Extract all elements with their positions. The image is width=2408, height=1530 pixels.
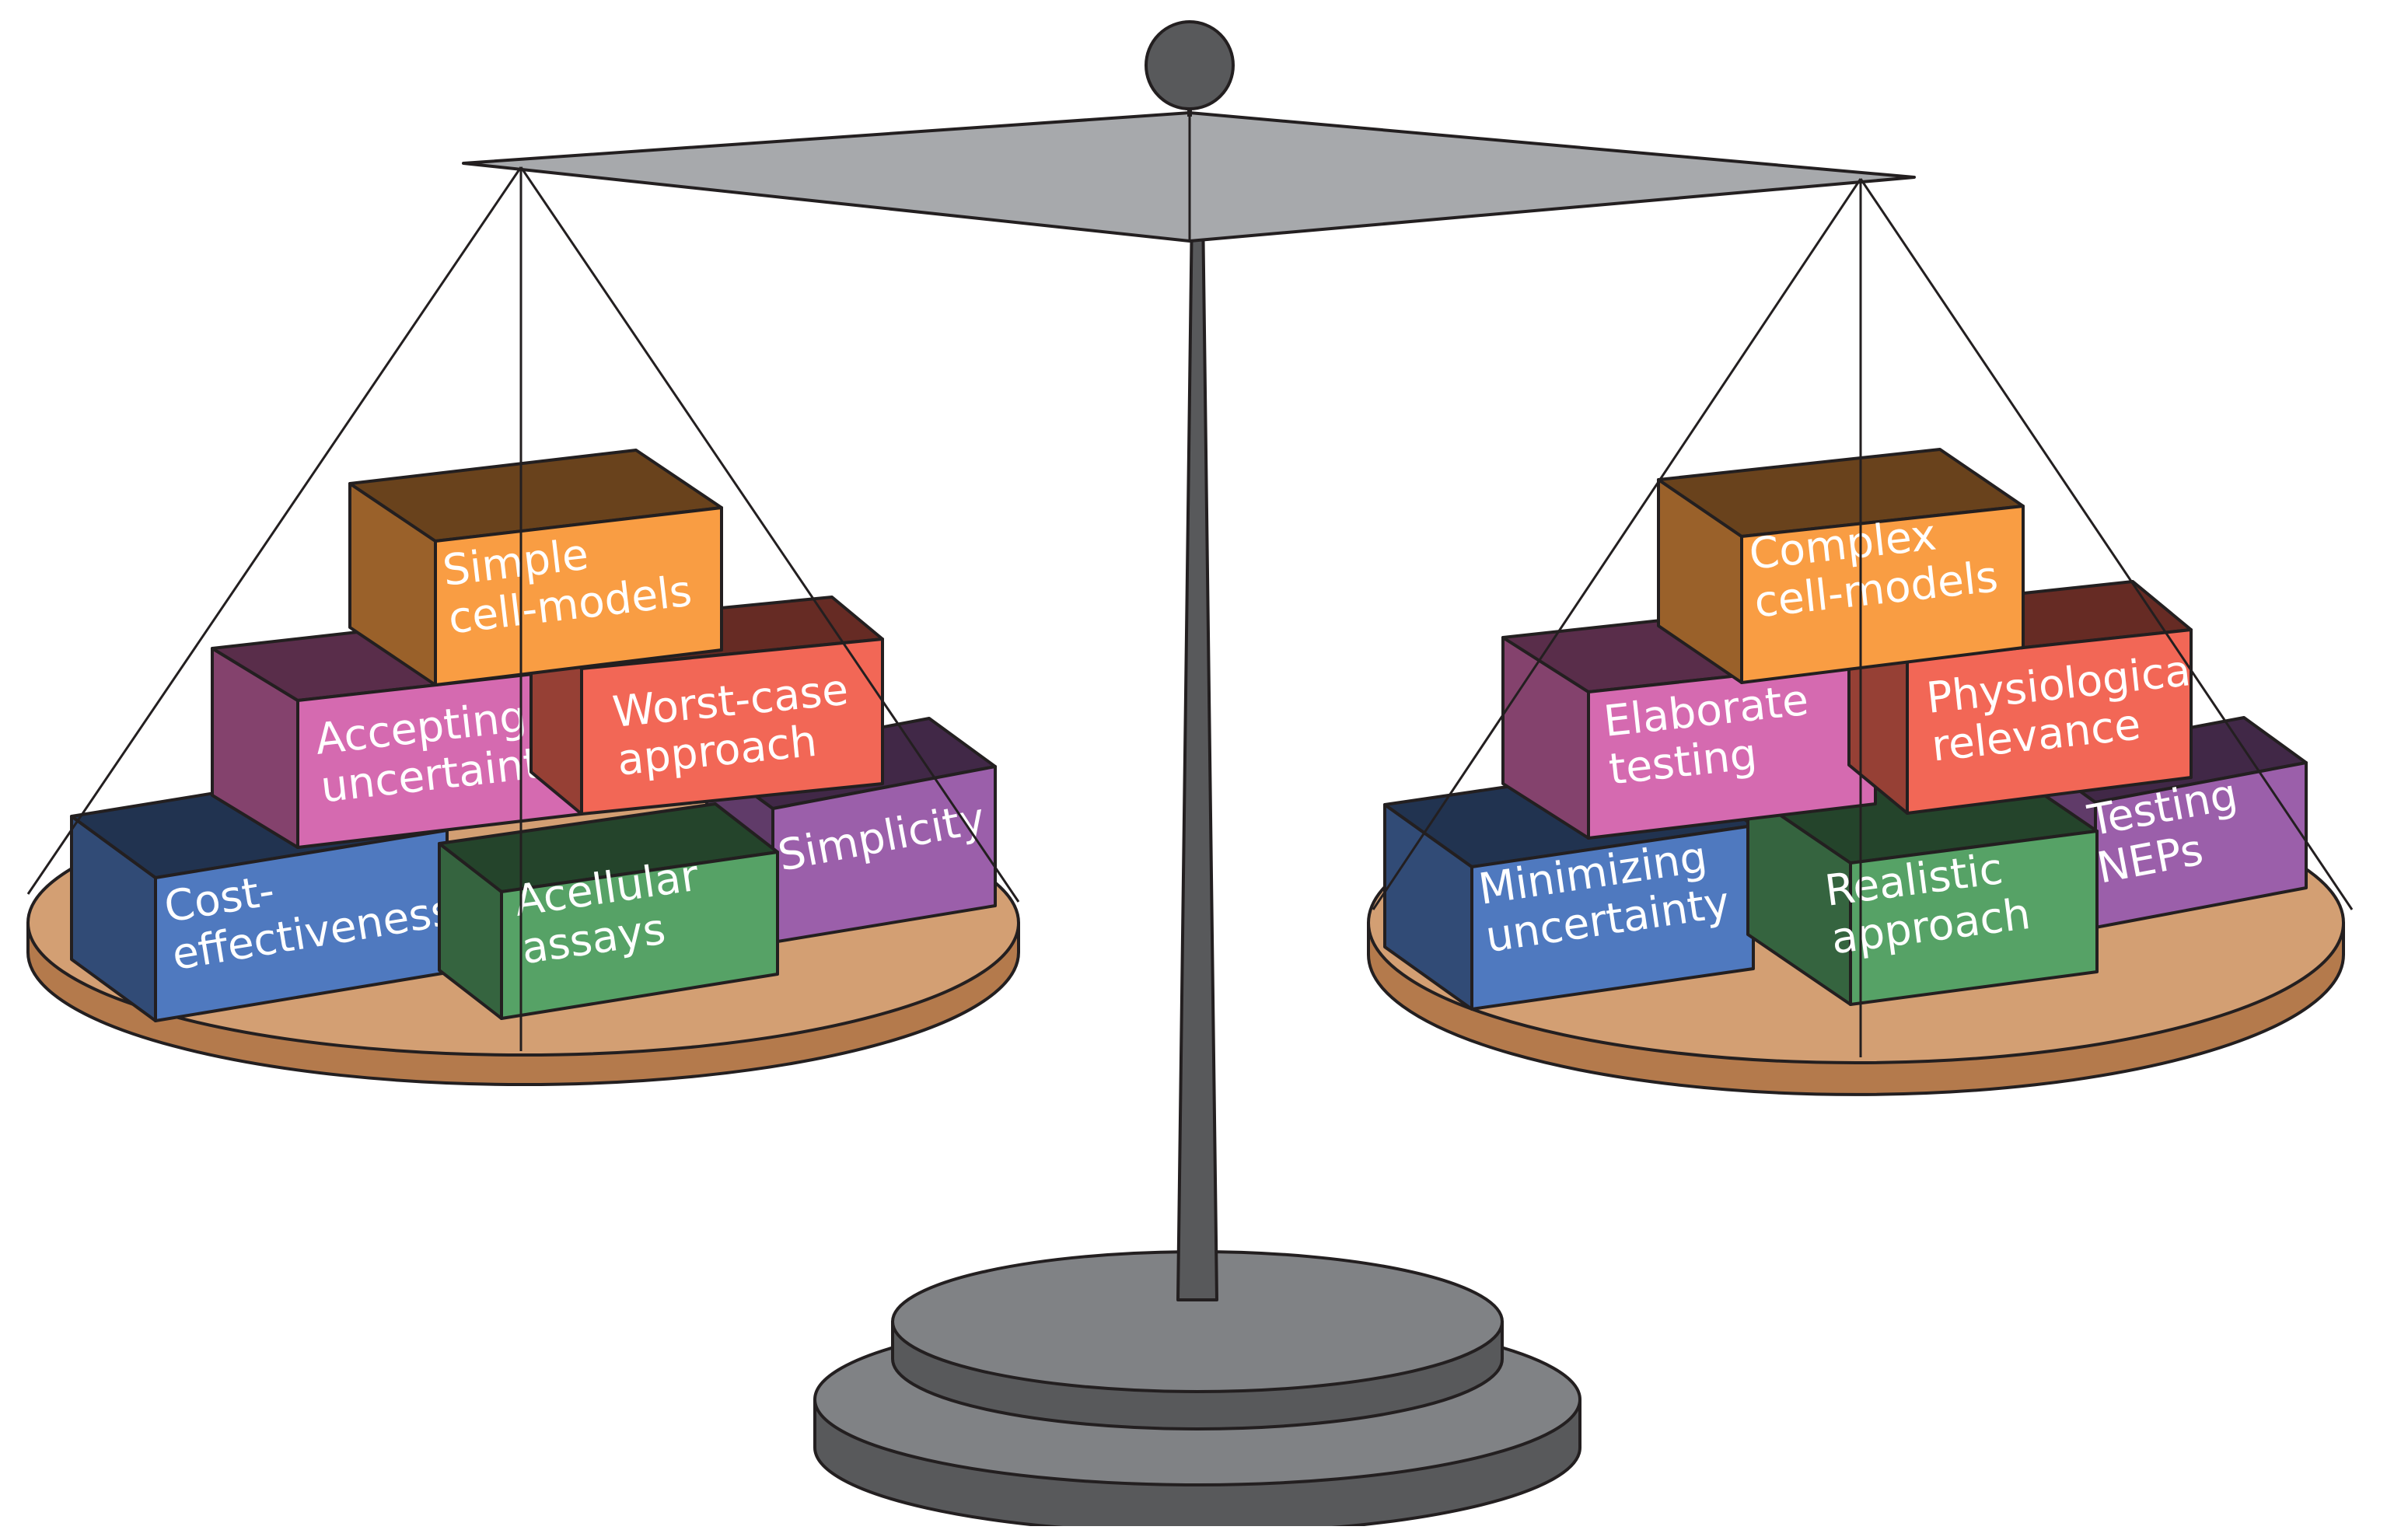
block-label: Acceptinguncertainty	[313, 687, 568, 812]
left-strings	[26, 166, 1020, 1051]
block-front-face	[1470, 824, 1755, 1011]
left-string-outer-left	[26, 166, 522, 895]
block-complex-cell-models: Complexcell-models	[1657, 448, 2025, 684]
block-acellular-assays: Acellularassays	[438, 802, 779, 1020]
block-label: Elaboratetesting	[1602, 675, 1816, 795]
block-front-face	[434, 506, 723, 686]
right-string-outer-right	[1859, 178, 2354, 910]
block-front-face	[580, 638, 884, 816]
scale-pillar	[1176, 208, 1218, 1301]
right-string-outer-left	[1372, 178, 1862, 910]
right-strings	[1372, 178, 2354, 1057]
scale-knob	[1145, 20, 1235, 110]
scale-base	[462, 20, 1916, 1530]
block-front-face	[1740, 505, 2025, 684]
block-minimizing-uncertainty: Minimizinguncertainty	[1383, 762, 1755, 1011]
block-front-face	[500, 851, 779, 1020]
block-simple-cell-models: Simplecell-models	[348, 449, 723, 686]
block-front-face	[1906, 628, 2193, 815]
left-string-outer-right	[519, 166, 1020, 903]
block-front-face	[1849, 830, 2099, 1006]
